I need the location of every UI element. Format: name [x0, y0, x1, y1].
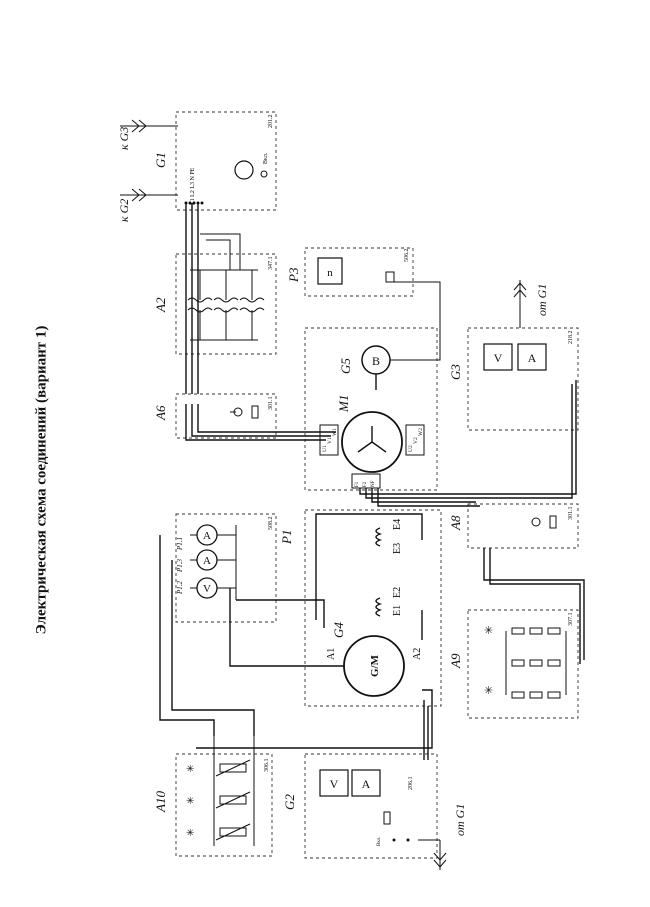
p1-port-1: P1.1	[176, 537, 184, 551]
m1-term-u1: U1	[322, 445, 328, 452]
arrow-from-g1-right-label: от G1	[535, 284, 549, 316]
block-m1-g5: G5 B M1 U1 V1 W1 U2 V2 W2 F1 F2 NF	[304, 327, 438, 491]
arrow-from-g1-right: от G1	[513, 280, 549, 328]
g2-code: 206.1	[408, 777, 414, 791]
a10-light-icon-1: ✳	[186, 764, 194, 775]
g1-power-switch[interactable]	[234, 160, 254, 180]
arrow-to-g2-label: к G2	[117, 199, 131, 222]
block-a8: A8 301.1	[448, 503, 579, 549]
block-p1: P1 508.2 P1.1 P1.3 P1.2 A A V	[175, 513, 294, 623]
a10-light-icon-2: ✳	[186, 796, 194, 807]
g2-voltmeter: V	[330, 777, 339, 791]
p1-code: 508.2	[268, 517, 274, 531]
p1-port-3: P1.3	[176, 558, 184, 573]
p1-ammeter-1: A	[203, 530, 211, 542]
g4-term-e2: E2	[392, 587, 403, 598]
g2-ammeter: A	[362, 777, 371, 791]
block-a2-transformer: A2 347.1	[153, 253, 277, 355]
a8-code: 301.1	[568, 507, 574, 521]
wires	[159, 203, 585, 760]
g4-symbol: G/M	[369, 654, 381, 677]
m1-term-v2: V2	[413, 437, 419, 444]
block-g4: G4 G/M A1 A2 E1 E2 E3 E4	[304, 509, 442, 707]
a9-label: A9	[448, 653, 463, 669]
a9-code: 307.1	[568, 613, 574, 627]
p3-tachometer-display	[317, 257, 343, 285]
p3-display-symbol: n	[327, 267, 333, 279]
a6-label: A6	[153, 405, 168, 421]
a10-code: 306.1	[264, 759, 270, 773]
p1-port-2: P1.2	[176, 580, 184, 595]
a8-switch[interactable]	[549, 515, 557, 529]
block-a9: A9 307.1 ✳ ✳	[448, 609, 579, 719]
g4-term-a1: A1	[326, 648, 337, 660]
p1-ammeter-2: A	[203, 555, 211, 567]
g3-code: 218.2	[568, 331, 574, 345]
p3-socket[interactable]	[385, 271, 395, 283]
m1-term-nf: NF	[371, 480, 376, 487]
m1-motor	[341, 411, 403, 473]
g5-label: G5	[338, 358, 353, 374]
arrow-to-g3: к G3	[117, 119, 178, 150]
g4-term-e3: E3	[392, 543, 403, 554]
m1-term-f2: F2	[363, 481, 368, 487]
p3-label: P3	[286, 267, 301, 283]
m1-term-w2: W2	[418, 428, 424, 436]
a9-light-icon-2: ✳	[484, 685, 493, 697]
g1-switch-label: Вкл.	[263, 152, 269, 164]
g3-voltmeter: V	[494, 351, 503, 365]
block-a10: A10 306.1 ✳ ✳ ✳	[153, 736, 273, 857]
p3-code: 506.2	[404, 249, 410, 263]
block-g2: G2 V A 206.1 Вкл.	[282, 753, 438, 859]
m1-term-v1: V1	[327, 437, 333, 444]
g1-label: G1	[153, 152, 168, 168]
g2-label: G2	[282, 794, 297, 810]
arrow-to-g2: к G2	[117, 188, 178, 222]
a10-label: A10	[153, 791, 168, 813]
arrow-from-g1-left-label: от G1	[453, 804, 467, 836]
g1-terminals: L1 L2 L3 N PE	[190, 167, 196, 205]
g4-term-a2: A2	[412, 648, 423, 660]
g4-term-e1: E1	[392, 605, 403, 616]
g5-symbol: B	[372, 354, 380, 368]
g2-switch[interactable]	[383, 811, 391, 825]
a6-code: 301.1	[268, 397, 274, 411]
arrow-to-g3-label: к G3	[117, 127, 131, 150]
m1-term-u2: U2	[408, 445, 414, 452]
block-g3: G3 V A 218.2	[448, 327, 579, 431]
a2-label: A2	[153, 297, 168, 313]
g1-code: 201.2	[268, 115, 274, 129]
p1-voltmeter: V	[203, 583, 211, 595]
a8-label: A8	[448, 515, 463, 531]
m1-term-f1: F1	[355, 481, 360, 487]
a10-light-icon-3: ✳	[186, 828, 194, 839]
g3-ammeter: A	[528, 351, 537, 365]
g2-small-text: Вкл.	[377, 836, 382, 846]
a2-code: 347.1	[268, 257, 274, 271]
g1-indicator-lamp	[260, 170, 268, 178]
g4-label: G4	[331, 622, 346, 638]
arrow-from-g1-left: от G1	[418, 804, 467, 870]
a9-light-icon-1: ✳	[484, 625, 493, 637]
a6-switch[interactable]	[251, 405, 259, 419]
p1-label: P1	[279, 530, 294, 545]
m1-label: M1	[336, 395, 351, 413]
block-p3: P3 n 506.2	[286, 247, 414, 297]
g3-label: G3	[448, 364, 463, 380]
g4-term-e4: E4	[392, 519, 403, 530]
